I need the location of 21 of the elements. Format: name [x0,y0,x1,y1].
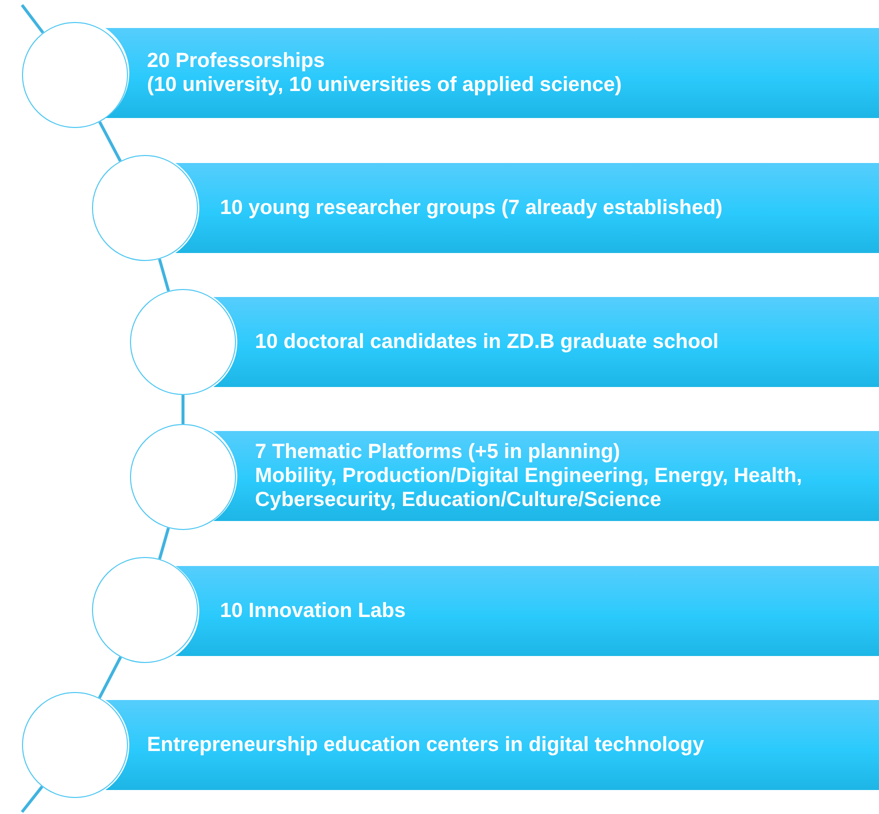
banner-bar [210,431,879,521]
item-text: Entrepreneurship education centers in digital technology [147,733,706,757]
item-text: 7 Thematic Platforms (+5 in planning) [255,440,622,464]
item-text: 10 young researcher groups (7 already established) [220,196,724,220]
chain-line [158,258,170,292]
chain-line [182,395,184,424]
banner-bar [102,28,879,118]
item-text: 10 Innovation Labs [220,599,407,623]
item-text: 20 Professorships [147,49,326,73]
item-text: 10 doctoral candidates in ZD.B graduate school [255,330,720,354]
banner-bar [210,297,879,387]
item-text: Mobility, Production/Digital Engineering, Energy, Health, Cybersecurity, Education/Culture/Science [255,464,804,512]
chain-line [158,528,170,560]
item-text: (10 university, 10 universities of applied science) [147,73,623,97]
chain-line [98,121,122,162]
banner-bar [172,163,879,253]
chain-line [20,786,44,813]
banner-bar [172,566,879,656]
banner-bar [102,700,879,790]
chain-line [20,4,44,34]
chain-line [98,656,122,699]
